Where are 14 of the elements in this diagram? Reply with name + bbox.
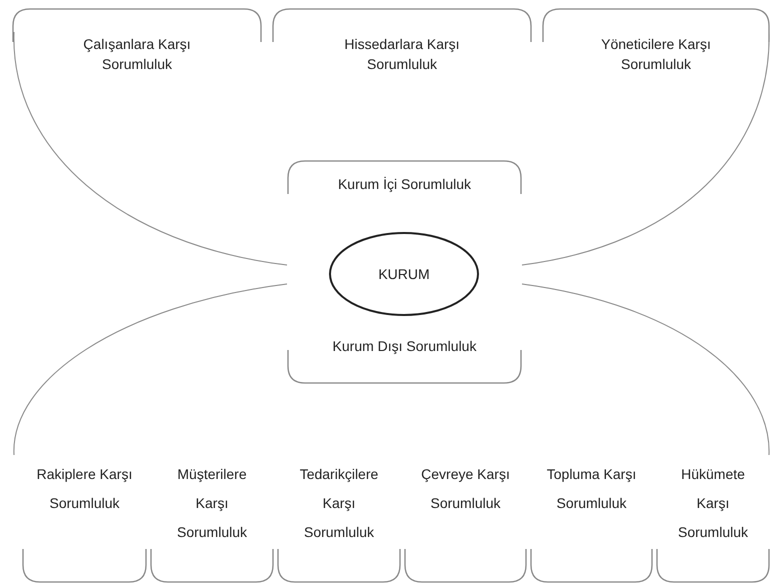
node-label: Tedarikçilere Karşı Sorumluluk (298, 465, 380, 542)
ellipse-node (329, 232, 479, 316)
node-label: Hissedarlara Karşı Sorumluluk (343, 35, 461, 74)
section-heading: Kurum Dışı Sorumluluk (332, 337, 478, 356)
node-label: Çalışanlara Karşı Sorumluluk (82, 35, 192, 74)
node-label: Çevreye Karşı Sorumluluk (420, 465, 511, 513)
node-label: Rakiplere Karşı Sorumluluk (36, 465, 134, 513)
node-label: KURUM (377, 265, 431, 284)
rounded-panel (287, 160, 522, 384)
node-label: Müşterilere Karşı Sorumluluk (176, 465, 248, 542)
node-label: Topluma Karşı Sorumluluk (546, 465, 638, 513)
node-label: Hükümete Karşı Sorumluluk (676, 465, 750, 542)
section-heading: Kurum İçi Sorumluluk (336, 175, 472, 194)
node-label: Yöneticilere Karşı Sorumluluk (600, 35, 712, 74)
